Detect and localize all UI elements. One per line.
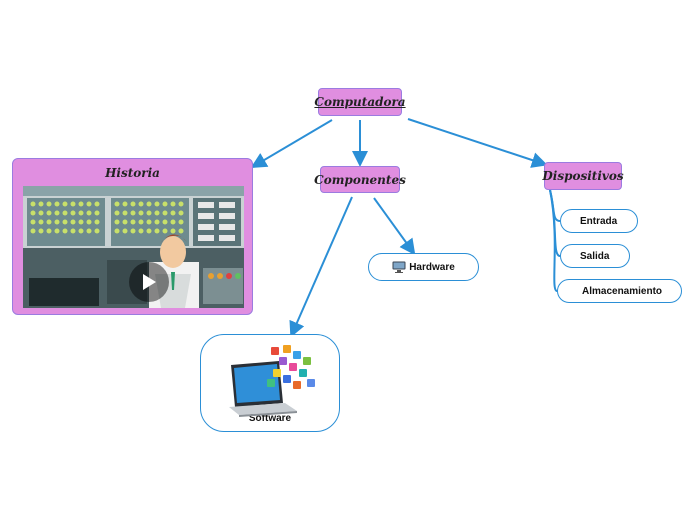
topic-components[interactable]: Componentes	[314, 166, 406, 193]
computer-room-illustration	[23, 186, 244, 308]
subtopic-entrada[interactable]: Entrada	[560, 209, 638, 233]
topic-hardware-label: Hardware	[409, 261, 455, 273]
connector-root-historia	[250, 119, 333, 169]
topic-historia-label: Historia	[105, 166, 160, 180]
topic-devices[interactable]: Dispositivos	[542, 162, 624, 190]
subtopic-almacenamiento[interactable]: Almacenamiento	[557, 279, 682, 303]
monitor-icon	[392, 261, 406, 273]
topic-devices-label: Dispositivos	[542, 169, 624, 183]
topic-hardware[interactable]: Hardware	[368, 253, 479, 281]
laptop-apps-icon	[229, 345, 315, 417]
subtopic-salida[interactable]: Salida	[560, 244, 630, 268]
subtopic-entrada-label: Entrada	[580, 215, 618, 227]
central-topic[interactable]: Computadora	[314, 88, 406, 116]
topic-software-label: Software	[248, 413, 292, 424]
topic-components-label: Componentes	[314, 172, 406, 187]
subtopic-salida-label: Salida	[580, 250, 610, 262]
connector-components-software	[289, 196, 353, 338]
connector-devices-almacenamiento	[549, 189, 558, 292]
subtopic-almacenamiento-label: Almacenamiento	[582, 285, 663, 297]
history-video-thumbnail[interactable]	[23, 186, 244, 308]
topic-historia[interactable]: Historia	[12, 158, 253, 315]
topic-software[interactable]: Software	[200, 334, 340, 432]
central-topic-label: Computadora	[314, 95, 406, 109]
connector-root-devices	[407, 118, 548, 168]
play-icon[interactable]	[129, 262, 169, 302]
connector-components-hardware	[373, 197, 416, 256]
